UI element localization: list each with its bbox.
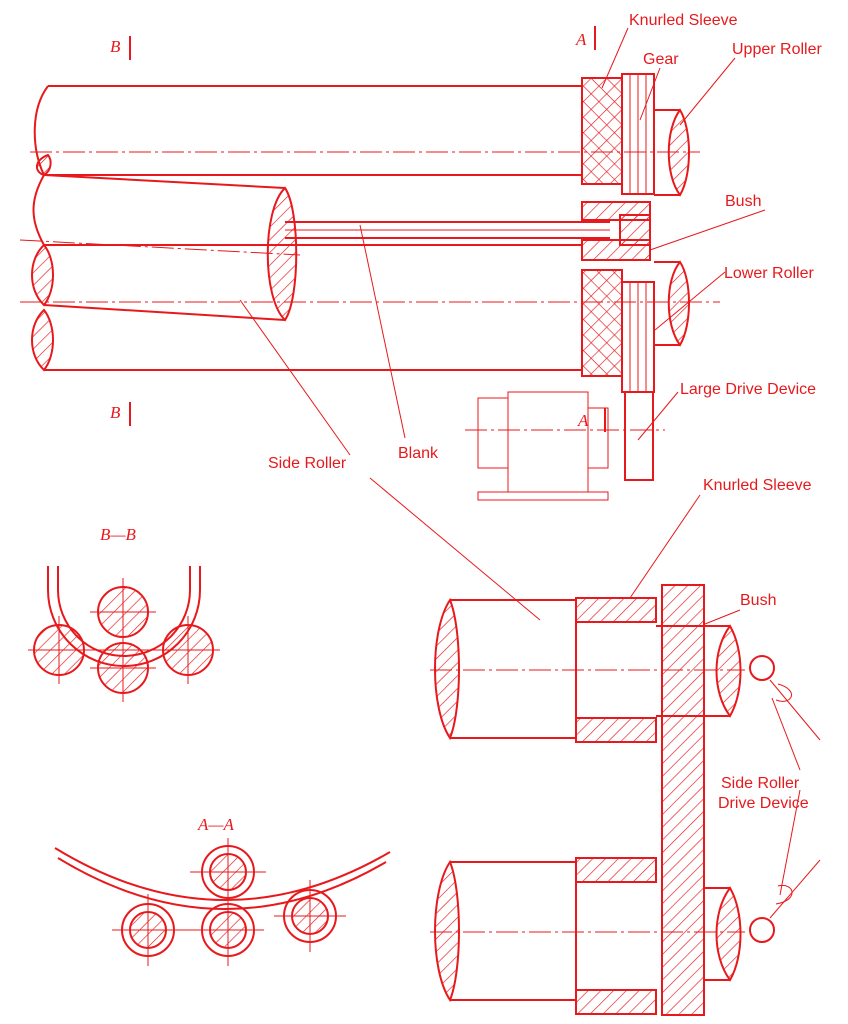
knurled-sleeve-upper [581, 77, 623, 185]
main-view: B B A A [19, 26, 720, 501]
side-roller-body [19, 174, 301, 322]
gear-upper [621, 73, 655, 195]
section-mark-b-bottom: B [110, 403, 121, 422]
knurled-sleeve-lower [581, 269, 623, 377]
section-bb-view [28, 566, 220, 702]
section-mark-a-mid: A [577, 411, 589, 430]
label-gear: Gear [643, 51, 679, 68]
label-side-roller-drive-line2: Drive Device [718, 795, 809, 812]
section-mark-b-top: B [110, 37, 121, 56]
section-title-bb: B—B [100, 525, 137, 544]
leader-lines [239, 27, 801, 896]
section-mark-a-top: A [575, 30, 587, 49]
label-bush-top: Bush [725, 193, 761, 210]
section-aa-view [54, 838, 391, 966]
label-knurled-sleeve-bottom: Knurled Sleeve [703, 477, 812, 494]
section-title-aa: A—A [197, 815, 235, 834]
lower-roller-body [20, 243, 720, 372]
gear-lower [621, 281, 655, 393]
label-side-roller: Side Roller [268, 455, 347, 472]
annotations: Knurled Sleeve Gear Upper Roller Bush Lo… [100, 12, 822, 834]
label-blank: Blank [398, 445, 439, 462]
blank-sheet [285, 221, 610, 239]
upper-roller-shaft [654, 108, 690, 197]
lower-roller-shaft [654, 260, 690, 347]
side-roller-drive-detail [430, 584, 821, 1016]
label-bush-bottom: Bush [740, 592, 776, 609]
label-lower-roller: Lower Roller [724, 265, 814, 282]
label-upper-roller: Upper Roller [732, 41, 822, 58]
label-knurled-sleeve-top: Knurled Sleeve [629, 12, 738, 29]
bush-top-view [581, 201, 651, 261]
label-large-drive-device: Large Drive Device [680, 381, 816, 398]
label-side-roller-drive-line1: Side Roller [721, 775, 800, 792]
large-drive-device [465, 391, 665, 501]
